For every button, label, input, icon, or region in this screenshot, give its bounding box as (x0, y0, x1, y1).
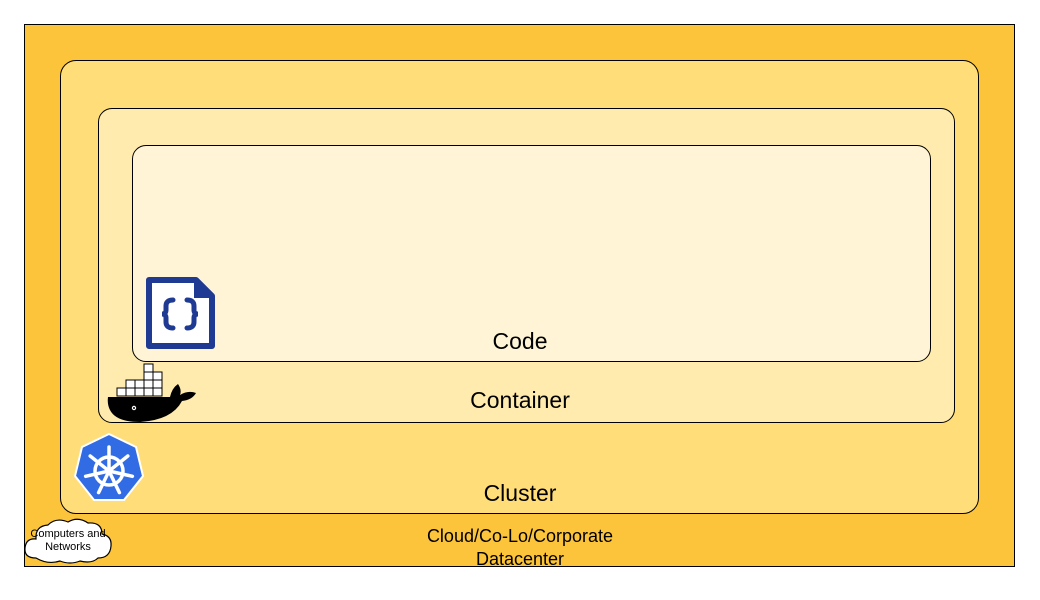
cloud-label-line1: Computers and (30, 528, 106, 540)
docker-whale-icon (107, 363, 196, 422)
code-layer (132, 145, 931, 362)
datacenter-label-line2: Datacenter (475, 549, 565, 569)
kubernetes-icon (73, 432, 145, 501)
datacenter-label-line1: Cloud/Co-Lo/Corporate (426, 526, 614, 546)
container-label: Container (470, 387, 570, 413)
code-file-icon (146, 277, 215, 349)
cluster-label: Cluster (483, 480, 557, 506)
cloud-icon (24, 518, 112, 564)
code-label: Code (492, 328, 548, 354)
cloud-label-line2: Networks (45, 541, 91, 553)
